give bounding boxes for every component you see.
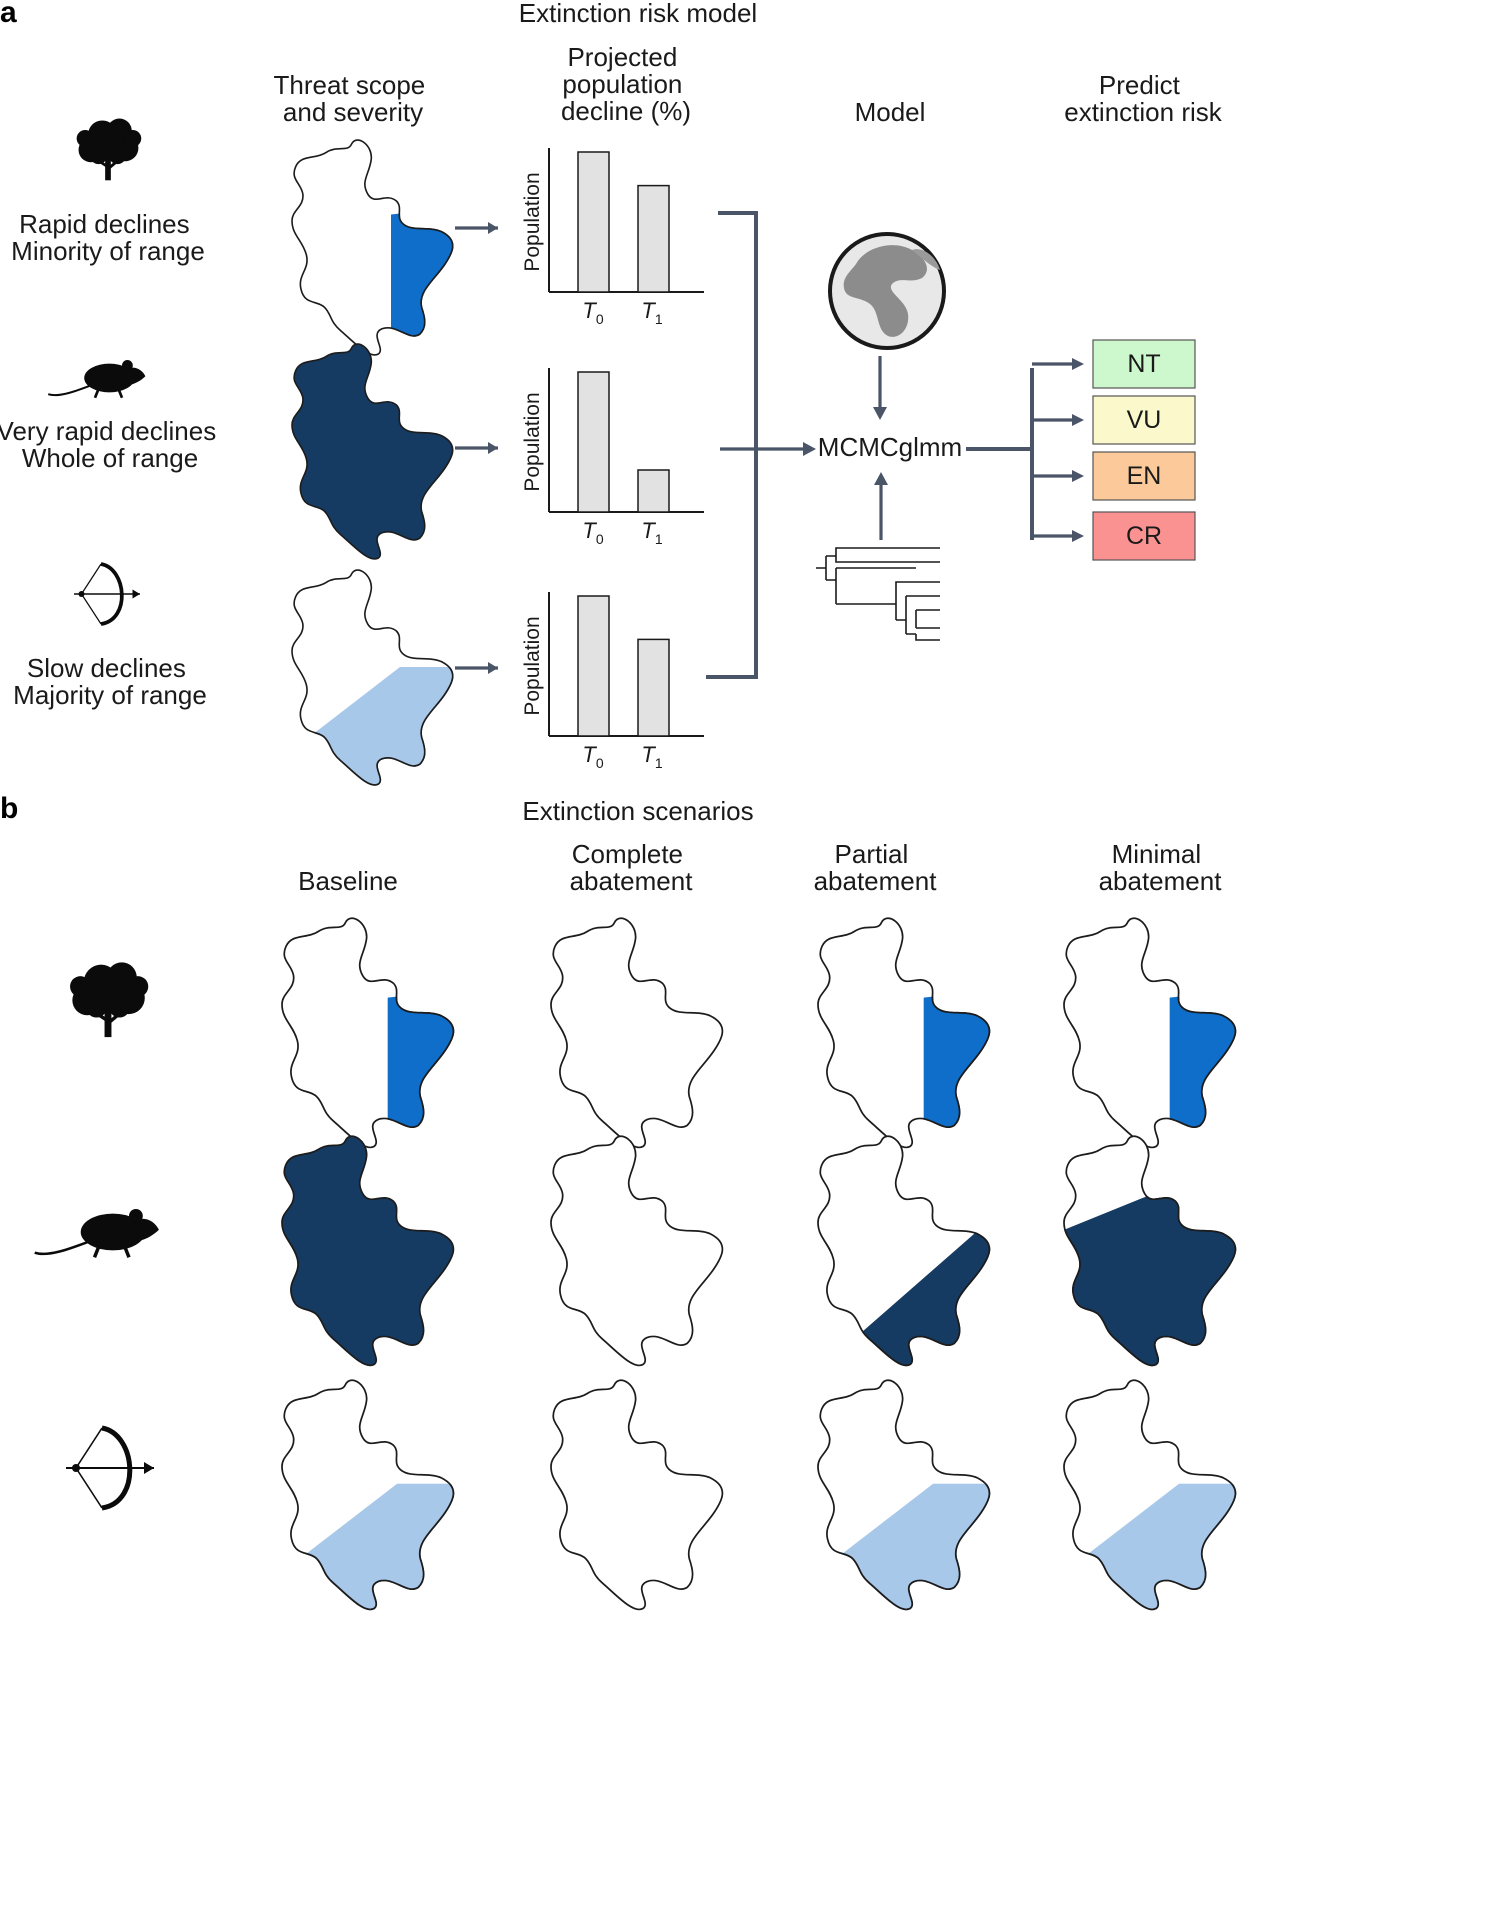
tick-label-t1: T1	[641, 742, 662, 771]
y-axis-label: Population	[521, 392, 544, 491]
tick-label-t1: T1	[641, 518, 662, 547]
category-nt: NT	[1092, 339, 1196, 389]
panel-letter-a: a	[0, 0, 17, 29]
y-axis-label: Population	[521, 616, 544, 715]
y-axis-label: Population	[521, 172, 544, 271]
globe-icon	[828, 232, 946, 350]
bar-t0	[577, 371, 610, 513]
category-box	[1092, 339, 1196, 389]
category-box	[1092, 511, 1196, 561]
range-map-majority	[291, 569, 454, 786]
panel-a-title: Extinction risk model	[519, 0, 757, 28]
threatened-area	[291, 343, 454, 560]
range-map-minority	[291, 139, 454, 356]
column-header-model: Model	[855, 97, 926, 127]
scenario-map	[550, 1135, 724, 1367]
bar-t1	[637, 469, 670, 513]
category-cr: CR	[1092, 511, 1196, 561]
range-map-whole	[291, 343, 454, 560]
bar-t0	[577, 595, 610, 737]
scenario-range-maps	[281, 917, 1237, 1611]
tick-label-t1: T1	[641, 298, 662, 327]
panel-a: a Extinction risk model Threat scope and…	[0, 0, 1223, 786]
range-outline	[550, 1379, 724, 1611]
bar-t1	[637, 638, 670, 737]
range-outline	[550, 1135, 724, 1367]
scenario-map	[817, 917, 991, 1149]
scenario-map	[550, 917, 724, 1149]
bow-arrow-icon	[66, 1428, 154, 1508]
category-box	[1092, 395, 1196, 445]
scenario-map	[550, 1379, 724, 1611]
scenario-map	[817, 1379, 991, 1611]
column-header-threat: Threat scope and severity	[274, 70, 433, 127]
bar-t0	[577, 151, 610, 293]
range-outline	[550, 917, 724, 1149]
panel-b: b Extinction scenarios Baseline Complete…	[0, 792, 1237, 1611]
scenario-header-partial: Partial abatement	[814, 839, 938, 896]
rat-icon	[46, 358, 147, 400]
scenario-map	[1063, 1379, 1237, 1611]
model-label: MCMCglmm	[818, 432, 962, 462]
category-box	[1092, 451, 1196, 501]
tick-label-t0: T0	[582, 518, 603, 547]
bar-t1	[637, 184, 670, 293]
tree-icon	[75, 117, 143, 182]
scenario-map	[1063, 1135, 1237, 1367]
bracket-connector	[706, 211, 758, 679]
scenario-map	[281, 1379, 455, 1611]
category-en: EN	[1092, 451, 1196, 501]
bow-arrow-icon	[72, 562, 142, 626]
scenario-map	[817, 1135, 991, 1367]
scenario-header-minimal: Minimal abatement	[1099, 839, 1223, 896]
scenario-map	[281, 1135, 455, 1367]
phylogeny-tree-icon	[816, 547, 940, 641]
threat-row-rapid: Rapid declines Minority of range	[11, 117, 498, 356]
scenario-map	[1063, 917, 1237, 1149]
threat-label: Very rapid declines Whole of range	[0, 416, 223, 473]
category-label: CR	[1126, 522, 1162, 550]
category-vu: VU	[1092, 395, 1196, 445]
risk-categories: NT VU EN CR	[1092, 339, 1196, 561]
column-header-predict: Predict extinction risk	[1064, 70, 1222, 127]
threat-row-very-rapid: Very rapid declines Whole of range	[0, 343, 498, 560]
tree-icon	[68, 960, 150, 1039]
category-label: EN	[1127, 462, 1162, 490]
threatened-area	[281, 1135, 455, 1367]
scenario-header-complete: Complete abatement	[570, 839, 694, 896]
panel-letter-b: b	[0, 792, 18, 825]
output-bracket	[966, 368, 1034, 540]
tick-label-t0: T0	[582, 298, 603, 327]
column-header-decline: Projected population decline (%)	[561, 42, 691, 126]
tick-label-t0: T0	[582, 742, 603, 771]
category-arrows	[1032, 358, 1084, 542]
panel-b-title: Extinction scenarios	[522, 796, 753, 826]
rat-icon	[32, 1207, 161, 1260]
threat-label: Rapid declines Minority of range	[11, 209, 205, 266]
threat-row-slow: Slow declines Majority of range	[13, 562, 498, 786]
threat-label: Slow declines Majority of range	[13, 653, 207, 710]
scenario-header-baseline: Baseline	[298, 866, 398, 896]
scenario-map	[281, 917, 455, 1149]
category-label: VU	[1127, 406, 1162, 434]
category-label: NT	[1127, 350, 1160, 378]
